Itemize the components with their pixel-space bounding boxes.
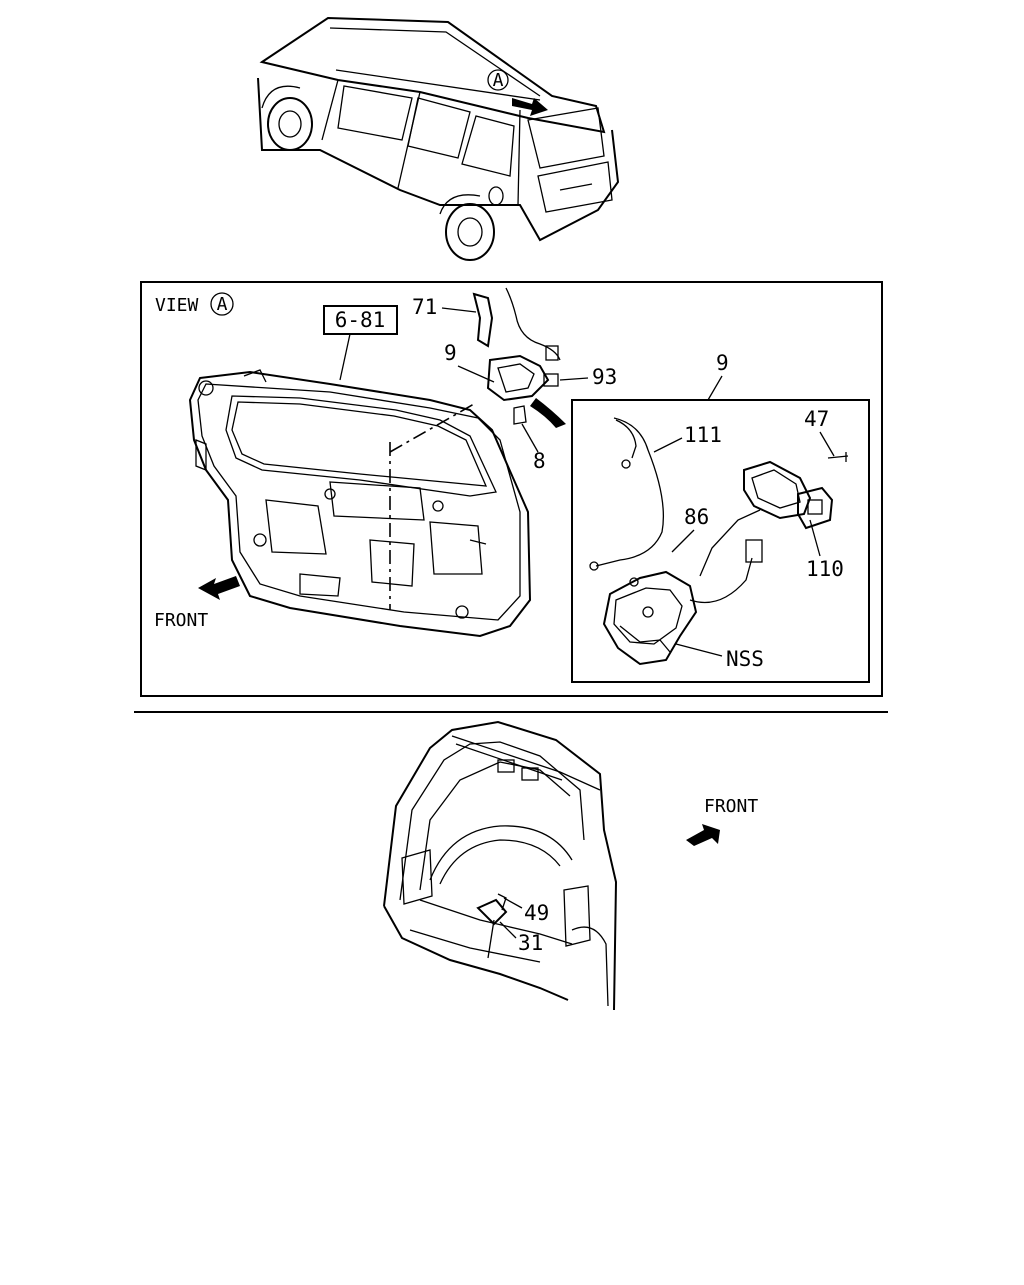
leader-8 [521,423,539,453]
view-a-panel-frame [140,281,883,697]
callout-49: 49 [524,901,549,925]
ref-leader [339,333,351,381]
callout-9-main: 9 [444,341,457,365]
leader-9-main [457,365,495,383]
leader-110 [809,519,821,557]
front-arrow-left [198,576,240,600]
leader-86 [671,529,695,553]
view-title-marker-circle [210,292,234,316]
front-arrow-right [686,824,720,846]
view-title: VIEW [155,295,199,316]
leader-71 [441,307,477,313]
callout-86: 86 [684,505,709,529]
leader-47 [819,431,835,457]
callout-93: 93 [592,365,617,389]
leader-nss [675,643,723,657]
ref-box-label: 6-81 [335,308,386,332]
front-label-right: FRONT [704,796,758,817]
front-label-left: FRONT [154,610,208,631]
latch-assembly [472,287,566,428]
leader-111 [653,437,683,453]
view-a-heading: VIEW A [155,292,234,316]
callout-nss: NSS [726,647,764,671]
view-marker-circle [487,69,509,91]
leader-31 [499,921,517,939]
view-marker-text: A [493,70,504,91]
view-direction-arrow [512,98,548,116]
callout-110: 110 [806,557,844,581]
callout-31: 31 [518,931,543,955]
vehicle-illustration: A [257,16,620,261]
latch-leader-line [389,403,475,453]
callout-111: 111 [684,423,722,447]
callout-8: 8 [533,449,546,473]
view-title-marker: A [217,294,228,315]
detail-header: 9 [716,351,729,375]
ref-box-frame [323,305,398,335]
detail-header-leader [707,375,723,401]
leader-49 [503,897,523,909]
detail-panel-frame [571,399,870,683]
cargo-area-illustration [383,720,618,1011]
callout-47: 47 [804,407,829,431]
leader-93 [559,377,589,381]
callout-71: 71 [412,295,437,319]
liftgate-panel [188,369,532,638]
lock-detail-drawing [589,417,849,666]
